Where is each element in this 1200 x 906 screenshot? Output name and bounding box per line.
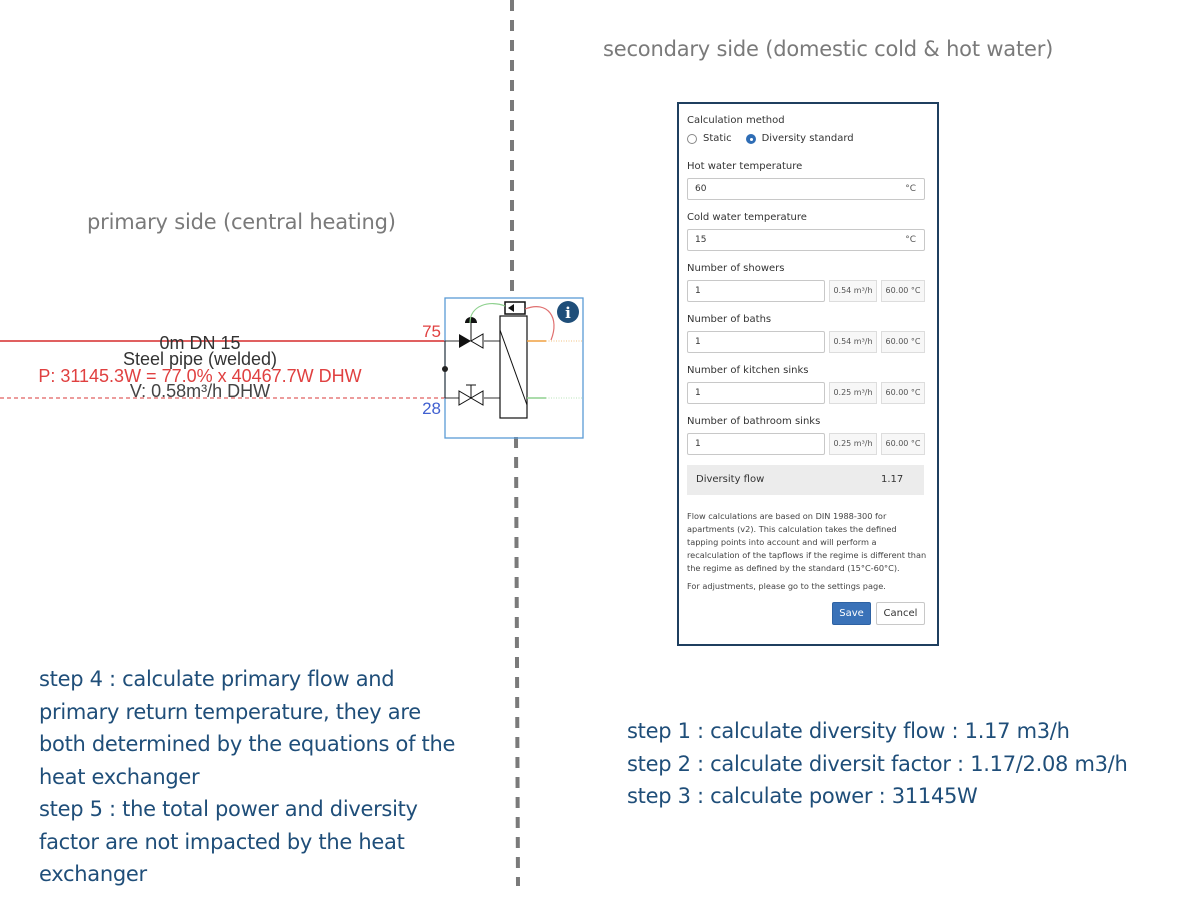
hot-water-temp-value: 60 — [695, 184, 707, 194]
secondary-side-caption: secondary side (domestic cold & hot wate… — [603, 37, 1054, 61]
bathroom-sinks-temp: 60.00 °C — [881, 433, 925, 455]
baths-label: Number of baths — [687, 314, 772, 325]
valve-actuator-icon — [465, 317, 477, 323]
showers-input[interactable]: 1 — [687, 280, 825, 302]
step-text-line: heat exchanger — [39, 764, 200, 789]
temperature-sensor-icon — [504, 301, 526, 315]
save-button[interactable]: Save — [832, 602, 871, 625]
calc-method-label: Calculation method — [687, 115, 785, 126]
kitchen-sinks-flow: 0.25 m³/h — [829, 382, 877, 404]
showers-flow: 0.54 m³/h — [829, 280, 877, 302]
supply-temperature: 75 — [422, 322, 441, 341]
bathroom-sinks-flow: 0.25 m³/h — [829, 433, 877, 455]
step-text-line: step 2 : calculate diversit factor : 1.1… — [627, 751, 1128, 776]
settings-note: For adjustments, please go to the settin… — [687, 581, 886, 591]
hot-water-temp-unit: °C — [905, 184, 916, 194]
showers-temp: 60.00 °C — [881, 280, 925, 302]
baths-temp: 60.00 °C — [881, 331, 925, 353]
cancel-button[interactable]: Cancel — [876, 602, 925, 625]
calculation-dialog: Calculation method Static Diversity stan… — [677, 102, 939, 646]
balancing-valve-half — [470, 390, 484, 406]
bathroom-sinks-value: 1 — [695, 439, 701, 449]
step-text-line: both determined by the equations of the — [39, 732, 456, 756]
diversity-flow-panel: Diversity flow 1.17 — [687, 465, 924, 495]
calc-method-radio-group: Static Diversity standard — [687, 133, 868, 144]
steps-left: step 4 : calculate primary flow and prim… — [39, 663, 455, 891]
bathroom-sinks-input[interactable]: 1 — [687, 433, 825, 455]
control-valve-icon — [459, 334, 471, 348]
primary-side-caption: primary side (central heating) — [87, 210, 396, 234]
steps-right: step 1 : calculate diversity flow : 1.17… — [627, 715, 1128, 813]
junction-dot — [442, 366, 448, 372]
info-icon-glyph: i — [565, 304, 571, 322]
bathroom-sinks-label: Number of bathroom sinks — [687, 416, 821, 427]
step-text-line: exchanger — [39, 862, 147, 886]
hot-water-temp-label: Hot water temperature — [687, 161, 803, 172]
baths-value: 1 — [695, 337, 701, 347]
capillary-line — [469, 302, 506, 324]
calculation-note: Flow calculations are based on DIN 1988-… — [687, 511, 927, 573]
cold-water-temp-label: Cold water temperature — [687, 212, 807, 223]
step-text-line: step 1 : calculate diversity flow : 1.17… — [627, 719, 1070, 743]
radio-diversity-standard[interactable] — [745, 133, 756, 144]
control-valve-half — [470, 333, 484, 349]
step-text-line: step 4 : calculate primary flow and — [39, 667, 395, 691]
pipe-flow-label: V: 0.58m³/h DHW — [130, 381, 270, 401]
pipe-material-label: Steel pipe (welded) — [123, 349, 277, 369]
showers-label: Number of showers — [687, 263, 785, 274]
hot-water-temp-input[interactable]: 60 °C — [687, 178, 925, 200]
baths-input[interactable]: 1 — [687, 331, 825, 353]
balancing-valve-icon — [458, 390, 472, 406]
radio-static[interactable] — [687, 133, 697, 144]
cold-water-temp-unit: °C — [905, 235, 916, 245]
kitchen-sinks-label: Number of kitchen sinks — [687, 365, 809, 376]
kitchen-sinks-temp: 60.00 °C — [881, 382, 925, 404]
step-text-line: factor are not impacted by the heat — [39, 829, 405, 854]
divider-lower — [514, 436, 520, 887]
step-text-line: step 3 : calculate power : 31145W — [627, 784, 978, 808]
heat-exchanger-diagonal — [499, 329, 528, 406]
diversity-flow-label: Diversity flow — [696, 474, 765, 485]
step-text-line: step 5 : the total power and diversity — [39, 797, 418, 821]
radio-static-label[interactable]: Static — [703, 133, 732, 144]
showers-value: 1 — [695, 286, 701, 296]
secondary-hot-loop — [524, 306, 555, 341]
step-text-line: primary return temperature, they are — [39, 699, 421, 724]
kitchen-sinks-input[interactable]: 1 — [687, 382, 825, 404]
radio-diversity-label[interactable]: Diversity standard — [761, 133, 854, 144]
kitchen-sinks-value: 1 — [695, 388, 701, 398]
diversity-flow-value: 1.17 — [881, 474, 904, 485]
sensor-arrow — [508, 304, 514, 312]
info-icon[interactable] — [557, 301, 579, 323]
baths-flow: 0.54 m³/h — [829, 331, 877, 353]
cold-water-temp-value: 15 — [695, 235, 707, 245]
cold-water-temp-input[interactable]: 15 °C — [687, 229, 925, 251]
pipe-power-label: P: 31145.3W = 77.0% x 40467.7W DHW — [38, 366, 361, 386]
return-temperature: 28 — [422, 399, 441, 418]
pipe-length-label: 0m DN 15 — [159, 333, 240, 353]
